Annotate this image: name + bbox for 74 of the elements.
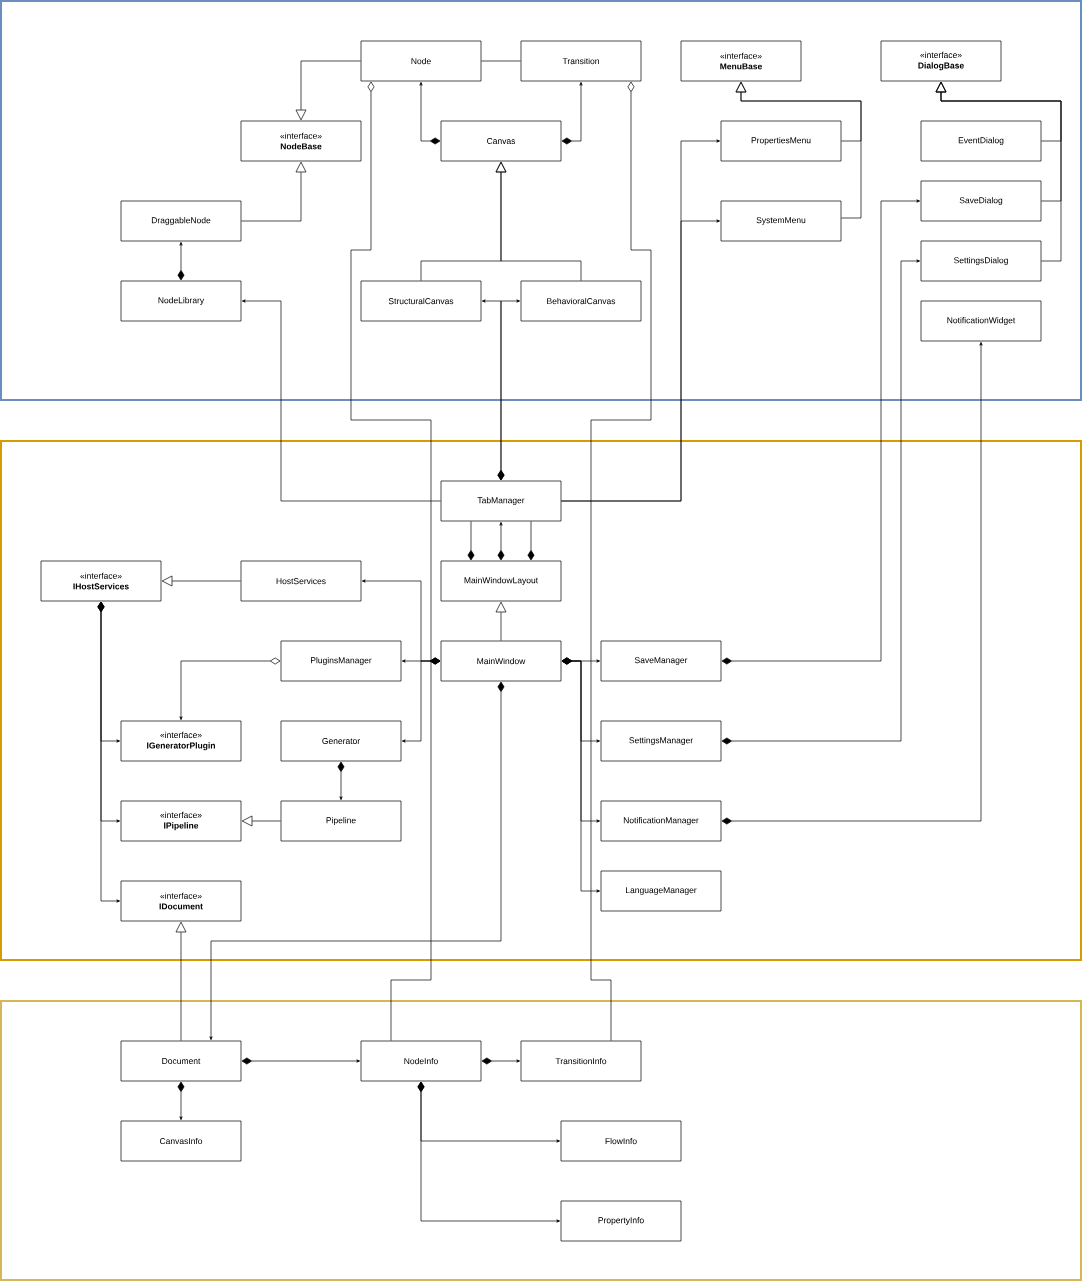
class-box: NodeLibrary xyxy=(120,280,242,322)
class-box: Node xyxy=(360,40,482,82)
class-box: NotificationManager xyxy=(600,800,722,842)
composition-arrow xyxy=(209,681,505,1041)
interface-box: «interface» IDocument xyxy=(120,880,242,922)
class-box: LanguageManager xyxy=(600,870,722,912)
generalization-arrow xyxy=(161,575,241,587)
class-box: MainWindowLayout xyxy=(440,560,562,602)
generalization-arrow xyxy=(735,81,862,219)
association-line xyxy=(481,60,521,62)
generalization-arrow xyxy=(495,161,582,281)
composition-arrow xyxy=(527,521,535,561)
class-box: MainWindow xyxy=(440,640,562,682)
class-box: PluginsManager xyxy=(280,640,402,682)
class-box: NotificationWidget xyxy=(920,300,1042,342)
composition-arrow xyxy=(401,657,441,743)
class-box: BehavioralCanvas xyxy=(520,280,642,322)
class-box: Pipeline xyxy=(280,800,402,842)
interface-box: «interface» DialogBase xyxy=(880,40,1002,82)
class-box: NodeInfo xyxy=(360,1040,482,1082)
composition-arrow xyxy=(97,601,121,903)
class-box: PropertyInfo xyxy=(560,1200,682,1242)
class-box: EventDialog xyxy=(920,120,1042,162)
association-arrow xyxy=(561,219,721,502)
interface-box: «interface» IPipeline xyxy=(120,800,242,842)
generalization-arrow xyxy=(495,601,507,641)
composition-arrow xyxy=(561,657,601,893)
composition-arrow xyxy=(721,199,921,665)
class-box: StructuralCanvas xyxy=(360,280,482,322)
class-box: CanvasInfo xyxy=(120,1120,242,1162)
composition-arrow xyxy=(419,81,441,145)
generalization-arrow xyxy=(935,81,1062,262)
composition-arrow xyxy=(497,521,505,561)
class-box: Canvas xyxy=(440,120,562,162)
class-box: SystemMenu xyxy=(720,200,842,242)
association-arrow xyxy=(241,299,441,502)
composition-arrow xyxy=(481,1057,521,1065)
interface-box: «interface» IGeneratorPlugin xyxy=(120,720,242,762)
aggregation-arrow xyxy=(590,81,652,1041)
generalization-arrow xyxy=(241,161,307,222)
composition-arrow xyxy=(417,1081,561,1223)
class-box: TabManager xyxy=(440,480,562,522)
class-box: TransitionInfo xyxy=(520,1040,642,1082)
package-frame xyxy=(0,0,1082,401)
interface-box: «interface» MenuBase xyxy=(680,40,802,82)
aggregation-arrow xyxy=(350,81,432,1041)
package-frame xyxy=(0,1000,1082,1281)
aggregation-arrow xyxy=(179,657,281,721)
class-box: SettingsDialog xyxy=(920,240,1042,282)
composition-arrow xyxy=(497,299,521,481)
composition-arrow xyxy=(467,521,475,561)
generalization-arrow xyxy=(175,921,187,1041)
composition-arrow xyxy=(721,341,983,825)
class-box: HostServices xyxy=(240,560,362,602)
composition-arrow xyxy=(241,1057,361,1065)
class-box: Document xyxy=(120,1040,242,1082)
class-box: Transition xyxy=(520,40,642,82)
composition-arrow xyxy=(177,241,185,281)
class-box: PropertiesMenu xyxy=(720,120,842,162)
composition-arrow xyxy=(177,1081,185,1121)
class-box: DraggableNode xyxy=(120,200,242,242)
class-box: Generator xyxy=(280,720,402,762)
generalization-arrow xyxy=(241,815,281,827)
class-box: SaveDialog xyxy=(920,180,1042,222)
class-box: SettingsManager xyxy=(600,720,722,762)
class-box: FlowInfo xyxy=(560,1120,682,1162)
generalization-arrow xyxy=(295,60,361,121)
interface-box: «interface» NodeBase xyxy=(240,120,362,162)
package-frame xyxy=(0,440,1082,961)
class-box: SaveManager xyxy=(600,640,722,682)
composition-arrow xyxy=(337,761,345,801)
interface-box: «interface» IHostServices xyxy=(40,560,162,602)
composition-arrow xyxy=(561,81,583,145)
composition-arrow xyxy=(721,259,921,745)
